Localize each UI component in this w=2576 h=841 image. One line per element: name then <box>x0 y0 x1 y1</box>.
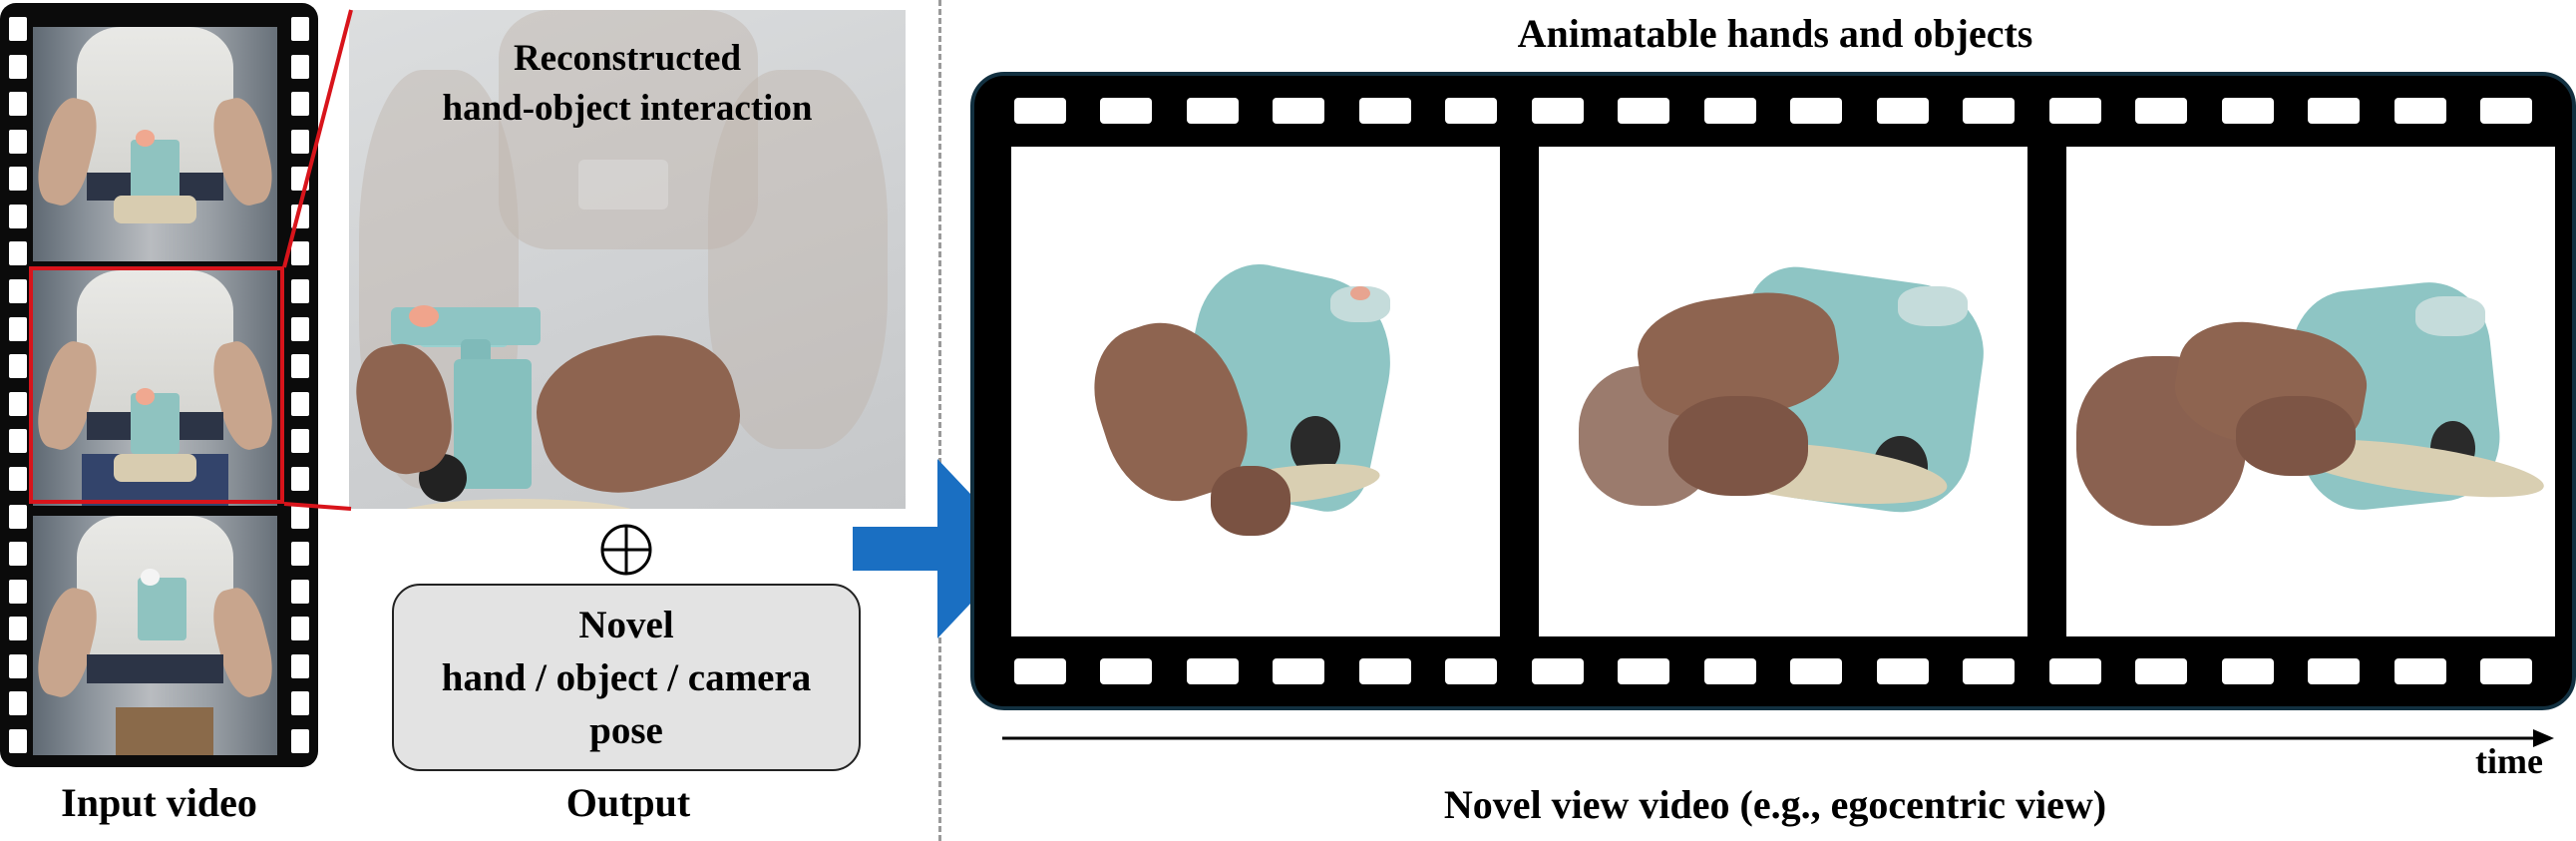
pose-box-line-3: pose <box>589 708 663 752</box>
time-axis-arrow <box>1002 729 2554 747</box>
filmstrip-perforations-left <box>9 17 27 753</box>
filmstrip-perforations-top <box>1014 98 2532 124</box>
novel-view-frame-1 <box>1011 147 1500 636</box>
pose-box-line-2: hand / object / camera <box>441 655 812 699</box>
section-divider <box>938 0 941 841</box>
reconstruction-title-line-1: Reconstructed <box>513 38 742 79</box>
selected-frame-highlight <box>29 266 284 504</box>
filmstrip-perforations-right <box>291 17 309 753</box>
input-frame-2 <box>33 270 277 506</box>
novel-view-frame-3 <box>2066 147 2555 636</box>
novel-view-frame-2 <box>1539 147 2027 636</box>
filmstrip-perforations-bottom <box>1014 658 2532 684</box>
output-label: Output <box>565 780 691 825</box>
animation-title: Animatable hands and objects <box>1517 11 2033 56</box>
output-filmstrip <box>970 72 2576 710</box>
time-axis-label: time <box>2475 741 2543 781</box>
reconstruction-title: Reconstructed hand-object interaction <box>349 34 906 134</box>
pose-box-line-1: Novel <box>578 603 674 646</box>
novel-pose-box: Novel hand / object / camera pose <box>392 584 861 771</box>
novel-view-label: Novel view video (e.g., egocentric view) <box>1443 782 2107 827</box>
reconstruction-title-line-2: hand-object interaction <box>442 88 813 129</box>
input-frame-3 <box>33 516 277 755</box>
input-frame-1 <box>33 27 277 261</box>
input-video-filmstrip <box>0 3 318 767</box>
zoom-connector-lines <box>282 9 353 511</box>
input-video-label: Input video <box>61 780 257 825</box>
reconstructed-interaction-image <box>349 10 906 509</box>
combine-plus-icon <box>600 524 652 576</box>
